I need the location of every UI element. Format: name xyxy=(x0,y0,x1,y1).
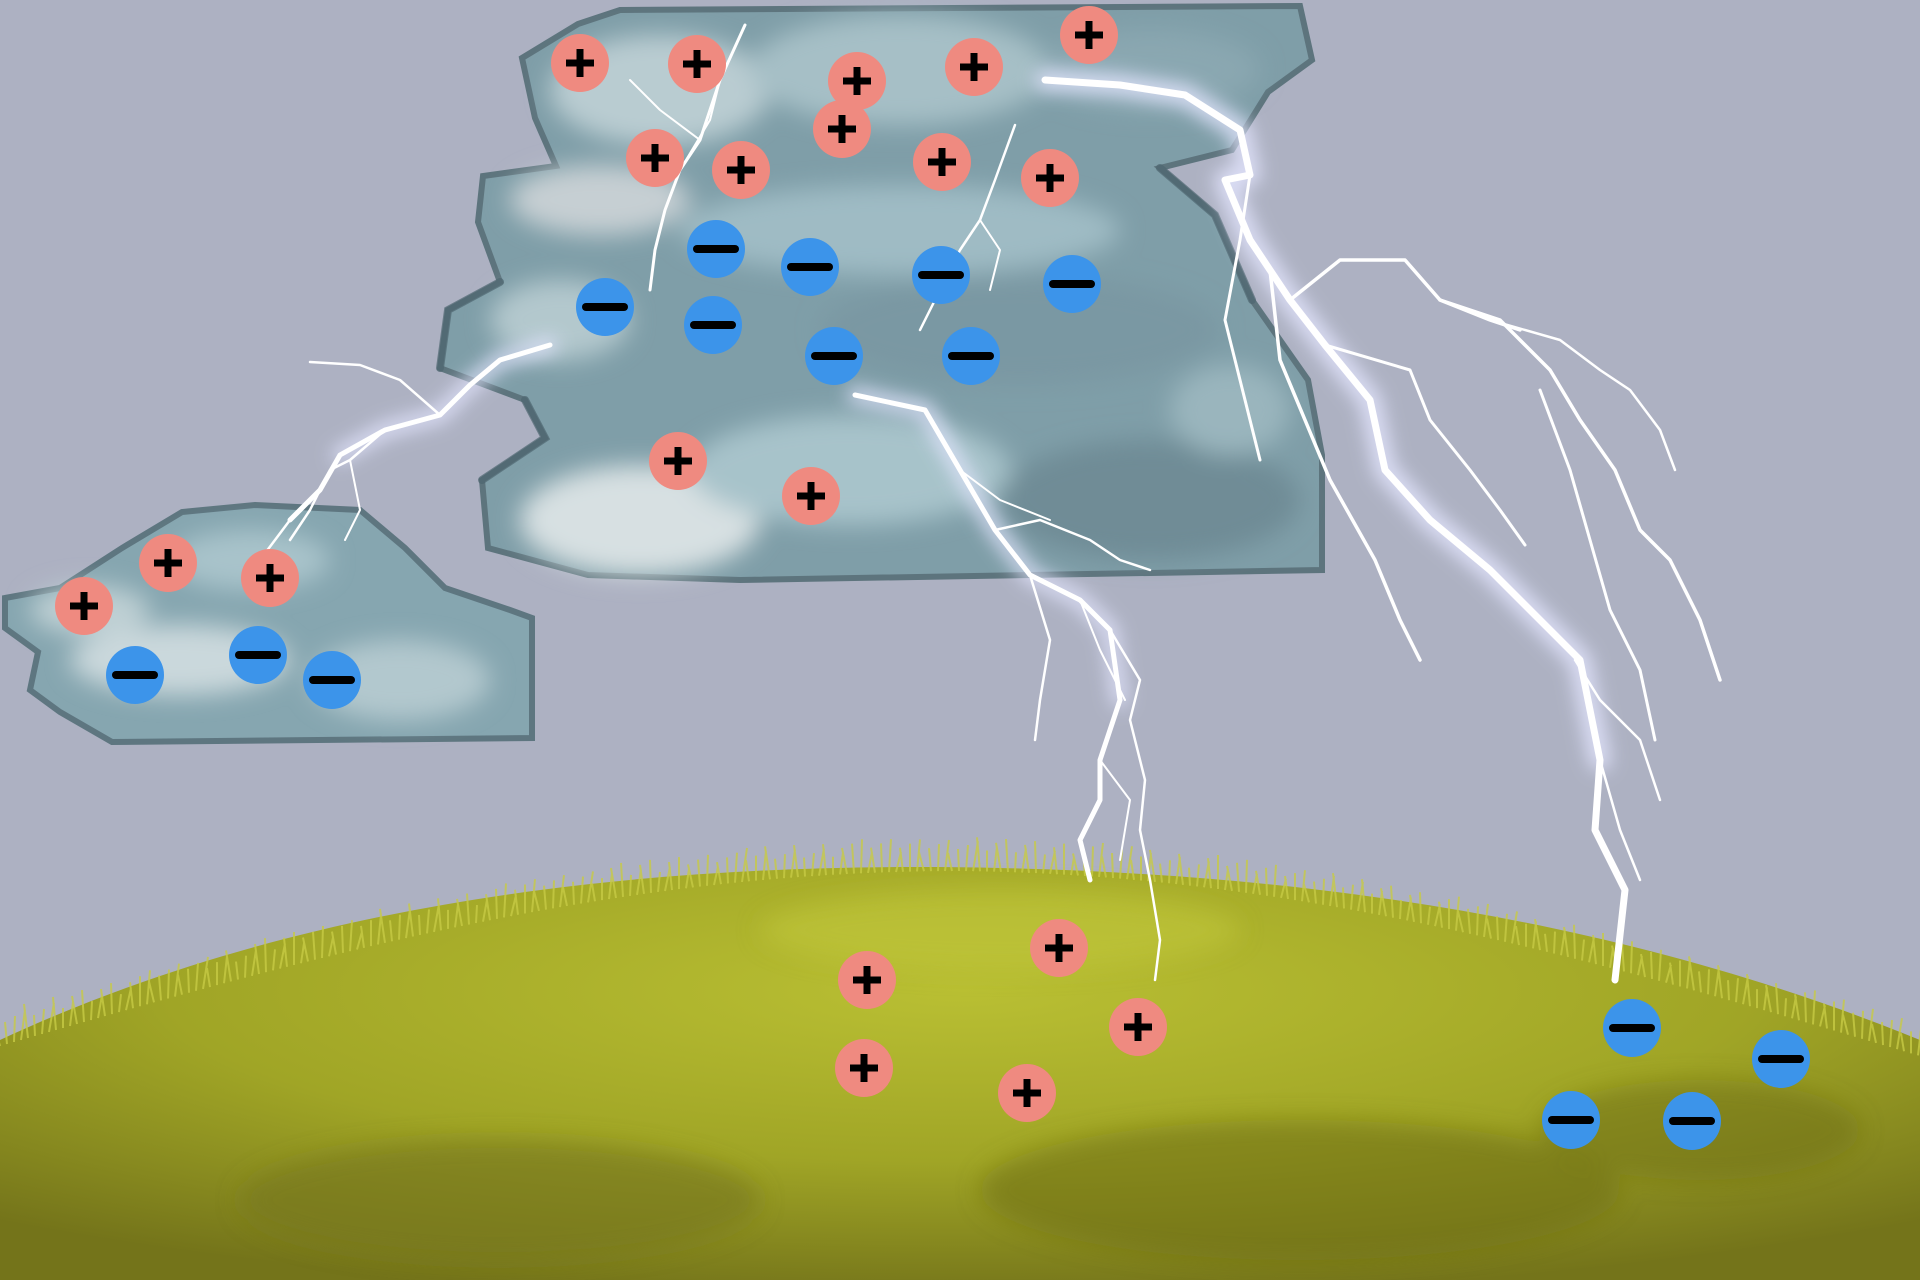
plus-icon xyxy=(641,144,669,172)
plus-icon xyxy=(70,592,98,620)
positive-charge xyxy=(838,951,896,1009)
negative-charge xyxy=(1752,1030,1810,1088)
main-cloud-outline-dark xyxy=(436,164,1256,484)
positive-charge xyxy=(241,549,299,607)
positive-charge xyxy=(945,38,1003,96)
positive-charge xyxy=(1109,998,1167,1056)
plus-icon xyxy=(853,966,881,994)
plus-icon xyxy=(1075,21,1103,49)
positive-charge xyxy=(139,534,197,592)
positive-charge xyxy=(835,1039,893,1097)
plus-icon xyxy=(727,156,755,184)
grass-fringe xyxy=(0,837,1920,1056)
plus-icon xyxy=(960,53,988,81)
negative-charge xyxy=(1603,999,1661,1057)
positive-charge xyxy=(55,577,113,635)
lightning-bolt-main xyxy=(1041,76,1722,984)
positive-charge xyxy=(1060,6,1118,64)
hill-shadows xyxy=(240,890,1860,1260)
plus-icon xyxy=(828,115,856,143)
positive-charge xyxy=(913,133,971,191)
negative-charge xyxy=(781,238,839,296)
charge-markers xyxy=(55,6,1810,1150)
plus-icon xyxy=(797,482,825,510)
lightning-bolt-cloud-to-ground xyxy=(852,392,1162,982)
negative-charge xyxy=(303,651,361,709)
plus-icon xyxy=(1045,934,1073,962)
plus-icon xyxy=(1013,1079,1041,1107)
negative-charge xyxy=(1043,255,1101,313)
negative-charge xyxy=(912,246,970,304)
positive-charge xyxy=(1030,919,1088,977)
positive-charge xyxy=(782,467,840,525)
plus-icon xyxy=(154,549,182,577)
positive-charge xyxy=(1021,149,1079,207)
positive-charge xyxy=(626,129,684,187)
plus-icon xyxy=(256,564,284,592)
lightning-bolts xyxy=(253,23,1722,984)
negative-charge xyxy=(229,626,287,684)
positive-charge xyxy=(551,34,609,92)
plus-icon xyxy=(928,148,956,176)
positive-charge xyxy=(828,52,886,110)
plus-icon xyxy=(843,67,871,95)
negative-charge xyxy=(942,327,1000,385)
plus-icon xyxy=(1036,164,1064,192)
negative-charge xyxy=(687,220,745,278)
negative-charge xyxy=(1663,1092,1721,1150)
plus-icon xyxy=(1124,1013,1152,1041)
positive-charge xyxy=(649,432,707,490)
negative-charge xyxy=(1542,1091,1600,1149)
plus-icon xyxy=(664,447,692,475)
positive-charge xyxy=(813,100,871,158)
positive-charge xyxy=(668,35,726,93)
positive-charge xyxy=(998,1064,1056,1122)
negative-charge xyxy=(576,278,634,336)
grass-hill xyxy=(0,837,1920,1280)
positive-charge xyxy=(712,141,770,199)
plus-icon xyxy=(683,50,711,78)
plus-icon xyxy=(566,49,594,77)
negative-charge xyxy=(106,646,164,704)
negative-charge xyxy=(684,296,742,354)
plus-icon xyxy=(850,1054,878,1082)
negative-charge xyxy=(805,327,863,385)
